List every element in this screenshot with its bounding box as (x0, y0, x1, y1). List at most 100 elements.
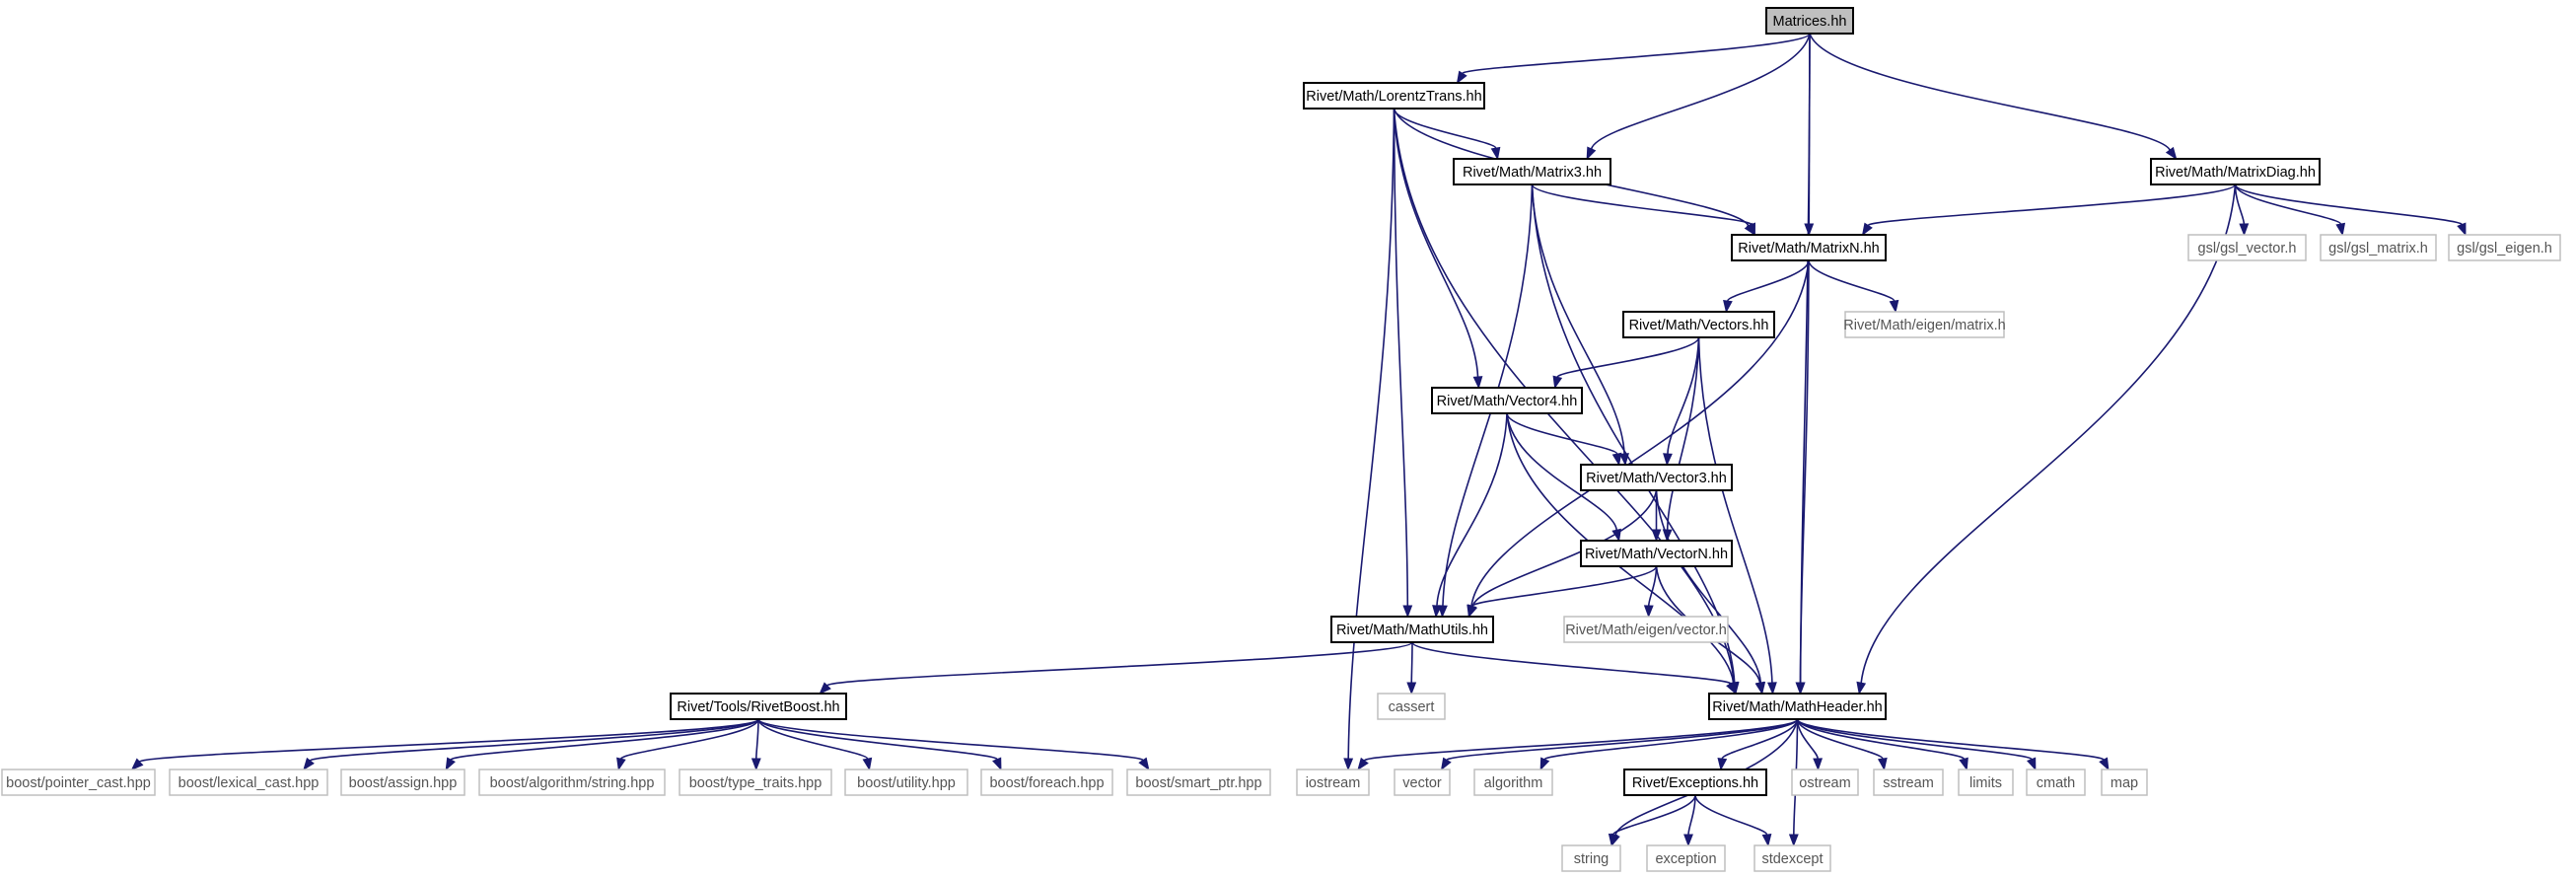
arrowhead-icon (2239, 223, 2250, 237)
node-vectors[interactable]: Rivet/Math/Vectors.hh (1622, 311, 1775, 338)
edge-line (1694, 794, 1768, 836)
node-gsl_matrix: gsl/gsl_matrix.h (2320, 234, 2437, 261)
arrowhead-icon (1717, 757, 1728, 771)
node-box (169, 769, 328, 796)
node-label: Rivet/Math/Vectors.hh (1629, 318, 1769, 333)
edge-line (1860, 183, 2237, 684)
arrowhead-icon (1138, 757, 1150, 771)
edge-rivetboost-to-smart_ptr (757, 718, 1150, 771)
edge-line (1809, 33, 2171, 151)
arrowhead-icon (2335, 222, 2346, 237)
edge-line (1471, 489, 1658, 607)
node-label: Matrices.hh (1773, 14, 1847, 30)
node-matrixn[interactable]: Rivet/Math/MatrixN.hh (1731, 234, 1887, 261)
edge-line (1446, 718, 1799, 762)
edge-line (1531, 183, 1625, 455)
node-box (2320, 234, 2437, 261)
edge-lorentz-to-matrix3 (1393, 108, 1501, 161)
edge-line (1411, 641, 1732, 686)
node-box (1126, 769, 1271, 796)
edge-line (1687, 794, 1696, 836)
edge-matrix3-to-matrixn (1531, 183, 1755, 237)
edge-rivetboost-to-utility (757, 718, 873, 771)
node-matrixdiag[interactable]: Rivet/Math/MatrixDiag.hh (2150, 158, 2321, 185)
node-box (1623, 769, 1767, 796)
arrowhead-icon (1357, 757, 1369, 771)
node-rivetboost[interactable]: Rivet/Tools/RivetBoost.hh (670, 693, 847, 720)
edge-line (1506, 412, 1618, 455)
edge-line (1442, 183, 1534, 607)
node-box (1394, 769, 1451, 796)
edge-line (1721, 718, 1799, 760)
node-matrix3[interactable]: Rivet/Math/Matrix3.hh (1453, 158, 1611, 185)
node-matrices: Matrices.hh (1765, 7, 1854, 35)
node-box (679, 769, 832, 796)
arrowhead-icon (1406, 682, 1417, 696)
node-vector3[interactable]: Rivet/Math/Vector3.hh (1580, 464, 1733, 491)
node-mathutils[interactable]: Rivet/Math/MathUtils.hh (1330, 616, 1494, 643)
arrowhead-icon (1608, 833, 1618, 847)
arrowhead-icon (1663, 453, 1673, 467)
edge-line (1393, 108, 1479, 378)
node-stdexcept: stdexcept (1753, 844, 1831, 872)
node-exceptions[interactable]: Rivet/Exceptions.hh (1623, 769, 1767, 796)
node-label: Rivet/Math/LorentzTrans.hh (1306, 89, 1481, 105)
node-box (1708, 693, 1887, 720)
node-label: Rivet/Math/MathUtils.hh (1336, 623, 1488, 638)
node-map: map (2101, 769, 2148, 796)
node-label: string (1574, 851, 1609, 867)
edge-line (1796, 718, 2105, 762)
node-box (478, 769, 666, 796)
node-utility: boost/utility.hpp (844, 769, 968, 796)
node-label: boost/algorithm/string.hpp (490, 775, 655, 791)
dependency-edges (130, 33, 2467, 847)
edge-mathheader-to-map (1796, 718, 2110, 771)
arrowhead-icon (1343, 758, 1354, 771)
node-label: gsl/gsl_matrix.h (2328, 241, 2428, 256)
node-label: Rivet/Math/VectorN.hh (1585, 547, 1728, 562)
node-box (2101, 769, 2148, 796)
edge-vector4-to-mathutils (1432, 412, 1508, 619)
arrowhead-icon (862, 757, 873, 771)
arrowhead-icon (1552, 375, 1563, 390)
node-label: limits (1969, 775, 2002, 791)
arrowhead-icon (2099, 757, 2110, 771)
edge-rivetboost-to-pointer_cast (130, 718, 759, 770)
edge-line (1410, 641, 1413, 684)
node-label: boost/assign.hpp (349, 775, 458, 791)
edge-line (1808, 259, 1896, 302)
edge-line (1590, 33, 1811, 150)
node-label: gsl/gsl_eigen.h (2457, 241, 2552, 256)
edge-line (1796, 718, 1884, 760)
edge-lorentz-to-mathutils (1393, 108, 1413, 619)
node-label: Rivet/Math/eigen/matrix.h (1843, 318, 2005, 333)
edge-line (826, 641, 1413, 687)
edge-line (1727, 259, 1810, 302)
node-box (2026, 769, 2086, 796)
node-box (1296, 769, 1370, 796)
node-mathheader[interactable]: Rivet/Math/MathHeader.hh (1708, 693, 1887, 720)
node-vector4[interactable]: Rivet/Math/Vector4.hh (1431, 387, 1583, 414)
edge-line (309, 718, 759, 763)
node-box (1303, 82, 1485, 110)
edge-vectors-to-vector3 (1663, 336, 1700, 467)
arrowhead-icon (2027, 757, 2037, 771)
edge-line (1543, 718, 1799, 761)
edge-matrixdiag-to-gsl_matrix (2234, 183, 2346, 237)
arrowhead-icon (1611, 452, 1622, 467)
node-vectorn[interactable]: Rivet/Math/VectorN.hh (1580, 540, 1733, 567)
edge-lorentz-to-iostream (1343, 108, 1395, 771)
node-label: Rivet/Math/eigen/vector.h (1565, 623, 1727, 638)
node-lorentz[interactable]: Rivet/Math/LorentzTrans.hh (1303, 82, 1485, 110)
edge-line (1470, 259, 1810, 607)
edge-line (1556, 336, 1700, 379)
node-vector: vector (1394, 769, 1451, 796)
edge-mathheader-to-vector (1440, 718, 1799, 771)
arrowhead-icon (2457, 222, 2467, 237)
edge-mathheader-to-iostream (1357, 718, 1799, 771)
node-box (2448, 234, 2561, 261)
node-string: string (1561, 844, 1621, 872)
node-box (1, 769, 156, 796)
node-label: boost/lexical_cast.hpp (179, 775, 320, 791)
edge-line (1611, 794, 1696, 836)
